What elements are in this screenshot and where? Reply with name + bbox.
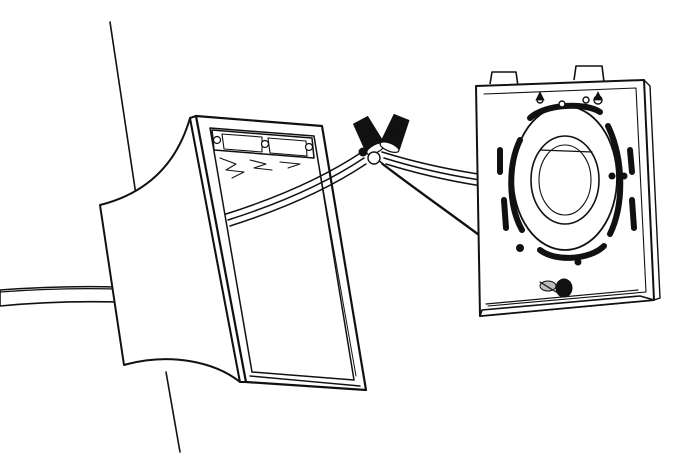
mounting-plate <box>475 65 661 317</box>
wall <box>109 21 181 453</box>
ground-screw <box>539 278 573 298</box>
wire-nut-right <box>379 113 410 153</box>
wire-nuts <box>352 113 410 165</box>
wire-nut-left <box>352 115 386 156</box>
junction-box-adapter <box>99 114 368 392</box>
conduit <box>0 285 121 307</box>
